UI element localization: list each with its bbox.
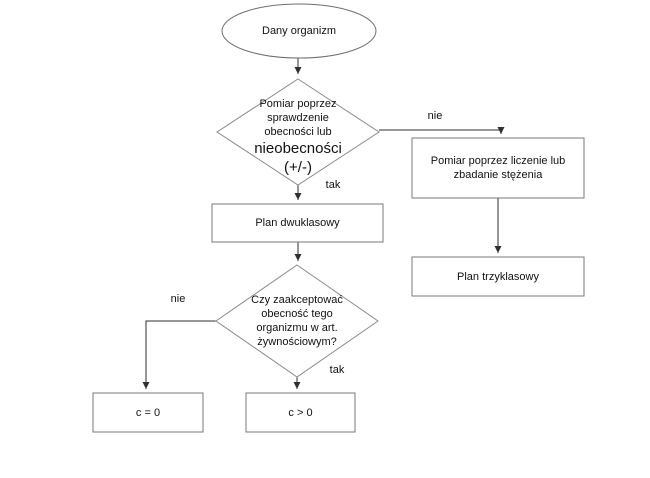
plan-two-class-label: Plan dwuklasowy (255, 217, 340, 229)
c-zero-box (92, 392, 204, 433)
edge-label-nie-measure: nie (427, 110, 443, 122)
plan-two-class-box (211, 203, 384, 243)
decision-measure-label-large: nieobecności (+/-) (254, 140, 342, 176)
edge-label-nie-accept: nie (170, 293, 186, 305)
decision-measure-label-small: Pomiar poprzez sprawdzenie obecności lub (259, 98, 337, 138)
c-positive-label: c > 0 (288, 406, 313, 419)
c-zero-label: c = 0 (135, 406, 161, 419)
plan-three-class-label: Plan trzyklasowy (457, 270, 539, 283)
c-positive-box (245, 392, 356, 433)
start-label: Dany organizm (262, 25, 336, 37)
edge-label-tak-accept: tak (329, 364, 345, 376)
edge-label-tak-measure: tak (325, 179, 341, 191)
decision-accept-label: Czy zaakceptować obecność tego organizmu… (251, 294, 343, 348)
decision-measure-label: Pomiar poprzez sprawdzenie obecności lub… (218, 97, 378, 177)
start-ellipse (221, 3, 377, 59)
edge-accept-nie-to-c-zero (142, 320, 216, 389)
measure-counting-box (411, 137, 585, 199)
edge-decision-nie-to-counting (379, 127, 505, 134)
plan-three-class-box (411, 256, 585, 297)
measure-counting-label: Pomiar poprzez liczenie lub zbadanie stę… (430, 155, 566, 181)
decision-accept-diamond (215, 264, 379, 378)
decision-measure-diamond (216, 78, 380, 186)
